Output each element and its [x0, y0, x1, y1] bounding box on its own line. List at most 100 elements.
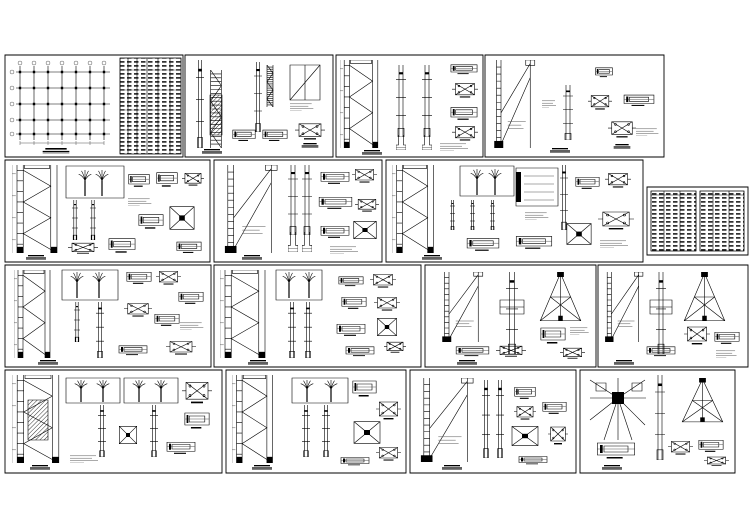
- node-detail: [338, 276, 364, 287]
- drawing-sheet: [598, 265, 748, 367]
- column-elevation: [656, 272, 666, 354]
- node-detail: [455, 346, 490, 357]
- column-elevation: [450, 200, 455, 230]
- section-detail: [355, 199, 379, 212]
- section-detail: [560, 347, 585, 359]
- drawing-caption: [251, 465, 273, 470]
- braced-frame-elevation: [220, 270, 266, 358]
- sheet-border: [598, 265, 748, 367]
- drawing-caption: [41, 148, 71, 154]
- drawing-sheet: [226, 370, 406, 473]
- node-detail: [646, 346, 676, 357]
- column-cap-detail: [92, 272, 106, 298]
- drawing-sheet: [185, 55, 333, 157]
- frame-panel: [66, 166, 124, 198]
- column-elevation: [655, 375, 665, 460]
- drawing-sheet: [336, 55, 483, 157]
- column-elevation: [196, 60, 204, 148]
- braced-frame-elevation: [340, 60, 379, 148]
- sheet-border: [5, 55, 183, 157]
- drawing-caption: [37, 360, 59, 365]
- section-detail: [598, 211, 634, 230]
- sheet-border: [5, 160, 210, 262]
- column-cap-detail: [96, 380, 110, 402]
- section-detail: [376, 447, 401, 461]
- column-cap-detail: [470, 169, 484, 195]
- braced-frame-elevation: [232, 375, 273, 463]
- drawing-sheet: [425, 265, 596, 367]
- node-detail: [595, 67, 613, 78]
- truss-detail: [539, 272, 582, 322]
- drawing-sheet: [5, 160, 210, 262]
- column-elevation: [506, 272, 518, 354]
- column-elevation: [150, 405, 158, 457]
- frame-panel: [276, 270, 322, 300]
- column-elevation: [288, 165, 298, 235]
- drawing-caption: [441, 465, 463, 470]
- node-detail: [596, 442, 636, 459]
- frame-panel: [124, 378, 178, 403]
- node-detail: [126, 271, 152, 285]
- node-detail: [138, 214, 164, 229]
- column-elevation: [496, 380, 504, 458]
- drawing-sheet: [485, 55, 664, 157]
- sheet-border: [5, 370, 222, 473]
- braced-frame-elevation: [224, 165, 278, 253]
- drawing-caption: [613, 360, 635, 365]
- drawing-caption: [25, 255, 47, 260]
- sheet-border: [410, 370, 576, 473]
- node-detail: [542, 402, 567, 415]
- node-detail: [623, 94, 655, 107]
- node-detail: [336, 323, 366, 337]
- node-detail: [345, 346, 375, 357]
- note-lines: [440, 143, 469, 151]
- drawing-sheet: [5, 370, 222, 473]
- sheet-border: [647, 187, 748, 255]
- sheet-border: [5, 265, 211, 367]
- drawing-sheet: [214, 265, 421, 367]
- section-detail: [376, 401, 401, 420]
- node-detail: [156, 172, 178, 187]
- note-lines: [525, 212, 549, 220]
- frame-panel: [62, 270, 118, 300]
- node-detail: [698, 439, 724, 453]
- node-detail: [108, 238, 136, 253]
- note-lines: [716, 350, 737, 358]
- column-elevation: [254, 62, 262, 132]
- braced-frame-elevation: [12, 165, 58, 253]
- x-brace-detail: [377, 318, 397, 336]
- section-detail: [588, 95, 612, 110]
- column-cap-detail: [488, 169, 502, 195]
- column-cap-detail: [282, 272, 296, 298]
- braced-frame-elevation: [604, 272, 644, 342]
- node-detail: [166, 441, 196, 455]
- braced-frame-elevation: [420, 378, 474, 462]
- drawing-sheet: [580, 370, 735, 473]
- node-detail: [575, 177, 600, 190]
- x-brace-detail: [566, 223, 592, 245]
- drawing-sheet: [647, 187, 748, 255]
- schedule-table: [700, 191, 744, 251]
- column-elevation: [322, 405, 330, 457]
- node-detail: [340, 457, 370, 466]
- section-detail: [650, 300, 672, 314]
- schedule-table: [651, 191, 696, 251]
- section-detail: [68, 242, 98, 254]
- section-detail: [605, 173, 631, 188]
- section-detail: [124, 303, 152, 317]
- x-brace-detail: [119, 426, 137, 444]
- column-elevation: [74, 302, 80, 342]
- section-detail: [166, 341, 196, 355]
- column-cap-detail: [132, 380, 146, 402]
- node-detail: [318, 196, 353, 210]
- braced-frame-elevation: [392, 165, 434, 253]
- column-elevation: [96, 302, 104, 358]
- column-elevation: [302, 165, 312, 235]
- section-detail: [548, 426, 568, 445]
- column-elevation: [98, 405, 106, 457]
- node-detail: [714, 331, 740, 345]
- node-detail: [320, 171, 350, 185]
- sheet-border: [386, 160, 643, 262]
- column-elevation: [422, 65, 432, 137]
- sheet-border: [214, 160, 382, 262]
